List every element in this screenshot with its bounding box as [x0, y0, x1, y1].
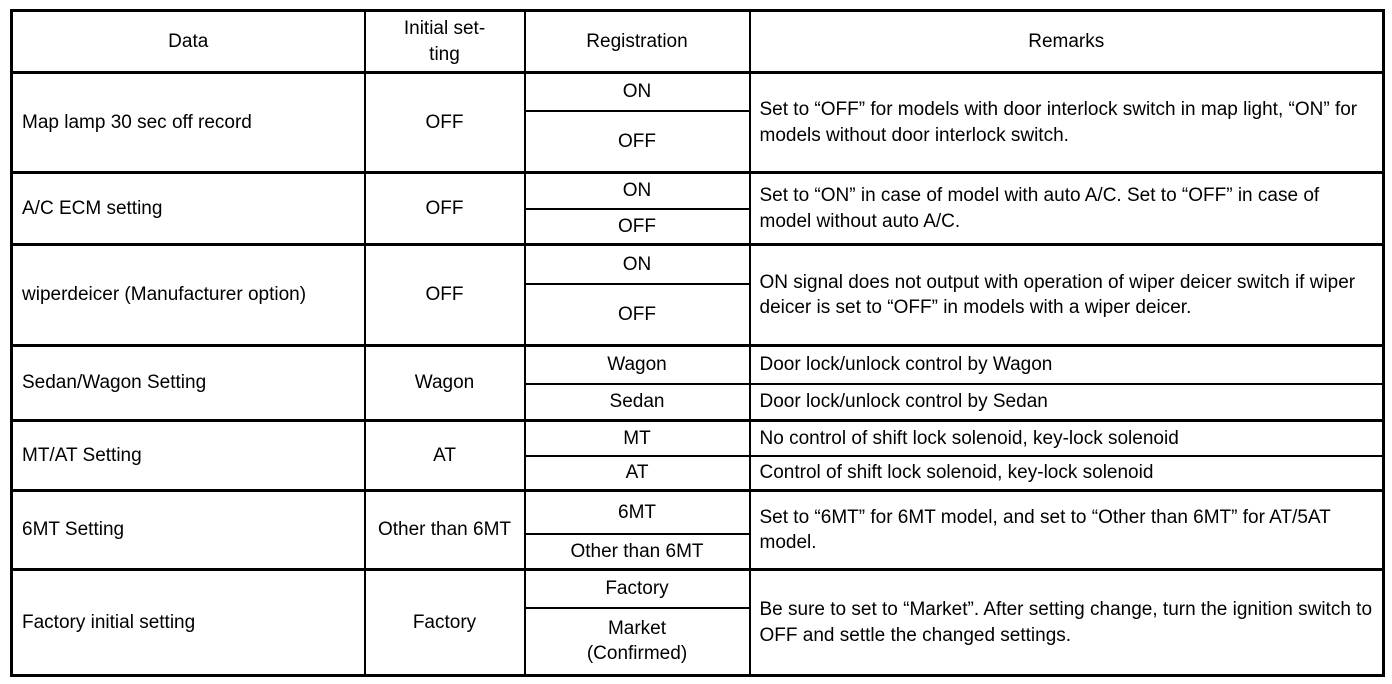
data-cell: wiperdeicer (Manufacturer option) [10, 243, 366, 347]
registration-option-cell: OFF [523, 109, 751, 174]
remarks-cell: Set to “OFF” for models with door interl… [748, 71, 1385, 174]
table-row: wiperdeicer (Manufacturer option) OFF ON… [10, 243, 1385, 347]
registration-option-cell: Other than 6MT [523, 532, 751, 571]
remarks-cell: Door lock/unlock control by Sedan [748, 382, 1385, 422]
remarks-cell: Door lock/unlock control by Wagon [748, 344, 1385, 385]
initial-setting-cell: AT [363, 419, 526, 492]
header-row: Data Initial set- ting Registration Rema… [10, 9, 1385, 74]
registration-option-cell: ON [523, 243, 751, 285]
registration-option-cell: ON [523, 71, 751, 112]
column-header-remarks: Remarks [748, 9, 1385, 74]
table-subrow: AT Control of shift lock solenoid, key-l… [12, 454, 1385, 492]
remarks-cell: ON signal does not output with operation… [748, 243, 1385, 347]
data-cell: MT/AT Setting [10, 419, 366, 492]
table-row: 6MT Setting Other than 6MT 6MT Set to “6… [10, 489, 1385, 571]
data-cell: Map lamp 30 sec off record [10, 71, 366, 174]
registration-option-cell: MT [523, 419, 751, 457]
registration-option-cell: Wagon [523, 344, 751, 385]
table-row: MT/AT Setting AT MT No control of shift … [10, 419, 1385, 492]
table-subrow: OFF [12, 207, 1384, 246]
initial-setting-cell: OFF [363, 71, 526, 174]
remarks-cell: Control of shift lock solenoid, key-lock… [748, 454, 1385, 492]
data-cell: Sedan/Wagon Setting [10, 344, 366, 422]
registration-option-cell: OFF [523, 207, 751, 246]
registration-option-cell: ON [523, 171, 751, 210]
table-subrow: Market (Confirmed) [12, 606, 1384, 677]
data-cell: 6MT Setting [10, 489, 366, 571]
initial-setting-cell: OFF [363, 243, 526, 347]
remarks-cell: No control of shift lock solenoid, key-l… [748, 419, 1385, 457]
registration-option-cell: 6MT [523, 489, 751, 535]
registration-option-cell: Sedan [523, 382, 751, 422]
remarks-cell: Be sure to set to “Market”. After settin… [748, 568, 1385, 677]
column-header-registration: Registration [523, 9, 751, 74]
table-row: Map lamp 30 sec off record OFF ON Set to… [10, 71, 1385, 174]
initial-setting-cell: Wagon [363, 344, 526, 422]
table-subrow: Other than 6MT [12, 532, 1384, 571]
registration-option-cell: Market (Confirmed) [523, 606, 751, 677]
column-header-data: Data [10, 9, 366, 74]
initial-setting-cell: Factory [363, 568, 526, 677]
settings-table: Data Initial set- ting Registration Rema… [10, 9, 1385, 677]
data-cell: Factory initial setting [10, 568, 366, 677]
table-row: Sedan/Wagon Setting Wagon Wagon Door loc… [10, 344, 1385, 422]
table-row: A/C ECM setting OFF ON Set to “ON” in ca… [10, 171, 1385, 246]
registration-option-cell: Factory [523, 568, 751, 609]
table-row: Factory initial setting Factory Factory … [10, 568, 1385, 677]
registration-option-cell: AT [523, 454, 751, 492]
initial-setting-cell: OFF [363, 171, 526, 246]
data-cell: A/C ECM setting [10, 171, 366, 246]
table-subrow: OFF [12, 109, 1384, 174]
initial-setting-cell: Other than 6MT [363, 489, 526, 571]
remarks-cell: Set to “ON” in case of model with auto A… [748, 171, 1385, 246]
remarks-cell: Set to “6MT” for 6MT model, and set to “… [748, 489, 1385, 571]
registration-option-cell: OFF [523, 282, 751, 347]
column-header-initial-setting: Initial set- ting [363, 9, 526, 74]
table-subrow: Sedan Door lock/unlock control by Sedan [12, 382, 1385, 422]
table-subrow: OFF [12, 282, 1384, 347]
